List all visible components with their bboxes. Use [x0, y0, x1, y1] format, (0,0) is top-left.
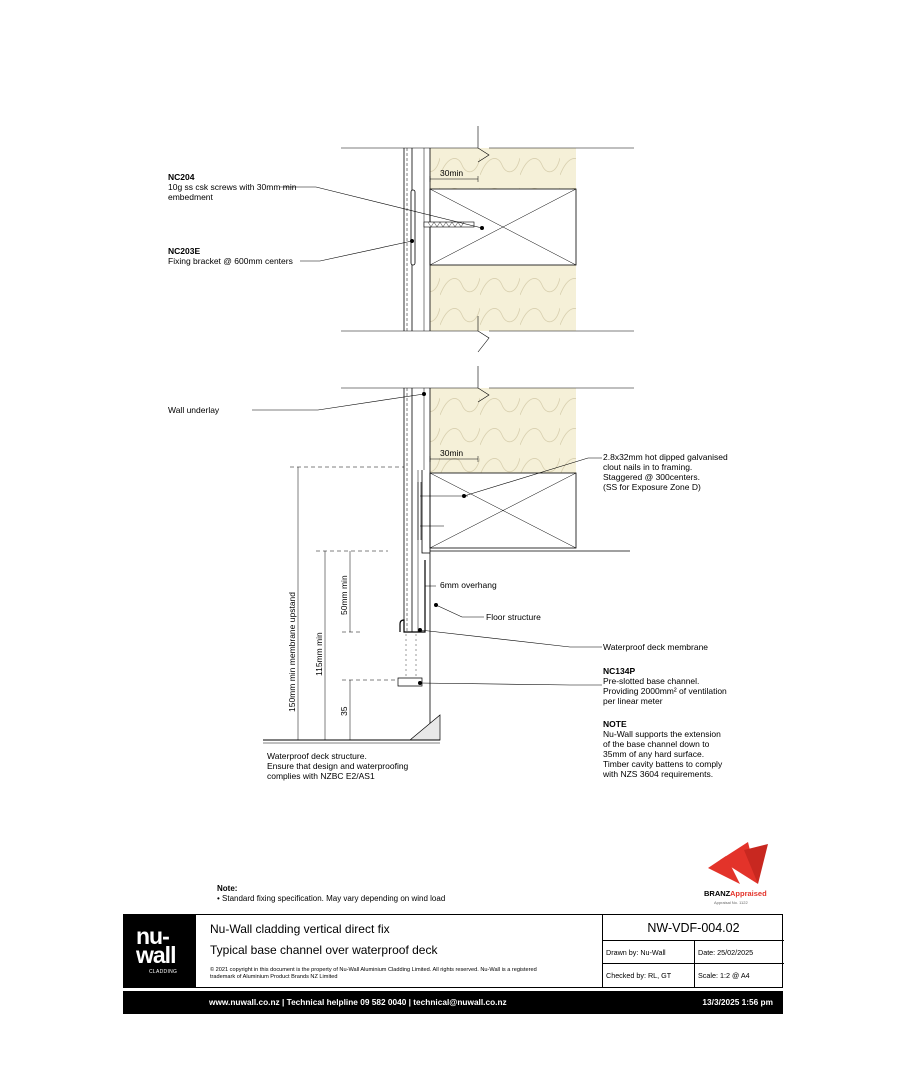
label-deck-membrane: Waterproof deck membrane	[603, 642, 708, 652]
label-deck-structure-l1: Waterproof deck structure.	[267, 751, 367, 761]
drawing-title: Nu-Wall cladding vertical direct fix	[210, 922, 390, 936]
dim-115mm: 115mm min	[314, 632, 324, 676]
label-deck-structure-l2: Ensure that design and waterproofing	[267, 761, 409, 771]
dim-35: 35	[339, 706, 349, 716]
label-nc134p-l1: Pre-slotted base channel.	[603, 676, 699, 686]
title-row-drawn: Drawn by: Nu-Wall Date: 25/02/2025	[603, 941, 784, 964]
dim-150mm: 150mm min membrane upstand	[287, 592, 297, 712]
branz-appraised-logo: BRANZ Appraised Appraisal No. 1122	[704, 842, 768, 905]
upper-section: 30min	[341, 126, 634, 353]
note-heading: Note:	[217, 884, 238, 893]
leaders-upper	[280, 186, 483, 262]
label-note-l5: with NZS 3604 requirements.	[602, 769, 713, 779]
deck-membrane-line	[421, 470, 430, 554]
dim-30min-bottom: 30min	[440, 448, 463, 458]
logo-sub: CLADDING	[149, 969, 178, 975]
nuwall-logo: nu- wall CLADDING	[124, 915, 196, 987]
label-nc204-l2: embedment	[168, 192, 214, 202]
label-nc134p-l3: per linear meter	[603, 696, 663, 706]
clout-nails	[417, 482, 468, 540]
label-nc134p-code: NC134P	[603, 666, 635, 676]
screw	[423, 221, 475, 228]
date: Date: 25/02/2025	[698, 948, 754, 957]
logo-line1: nu-	[136, 923, 170, 949]
title-block-right: NW-VDF-004.02 Drawn by: Nu-Wall Date: 25…	[602, 915, 784, 987]
base-channel	[399, 560, 426, 633]
label-nc203e-code: NC203E	[168, 246, 200, 256]
drawing-subtitle: Typical base channel over waterproof dec…	[210, 943, 438, 957]
insulation-lower	[430, 388, 576, 473]
footer-contact: www.nuwall.co.nz | Technical helpline 09…	[209, 997, 507, 1007]
drawn-by: Drawn by: Nu-Wall	[606, 948, 666, 957]
label-note-l1: Nu-Wall supports the extension	[603, 729, 721, 739]
vertical-dimensions	[290, 466, 404, 740]
drawing-number: NW-VDF-004.02	[603, 915, 784, 941]
leaders-lower	[252, 393, 602, 686]
label-note-l4: Timber cavity battens to comply	[603, 759, 723, 769]
dim-30min-top: 30min	[440, 168, 463, 178]
label-nails-l3: Staggered @ 300centers.	[603, 472, 700, 482]
label-overhang: 6mm overhang	[440, 580, 497, 590]
dim-50mm: 50mm min	[339, 575, 349, 615]
label-nc204-code: NC204	[168, 172, 195, 182]
title-row-checked: Checked by: RL, GT Scale: 1:2 @ A4	[603, 964, 784, 987]
note-text: • Standard fixing specification. May var…	[217, 894, 446, 903]
title-block: nu- wall CLADDING Nu-Wall cladding verti…	[123, 914, 784, 988]
label-nc134p-l2: Providing 2000mm² of ventilation	[603, 686, 727, 696]
scale: Scale: 1:2 @ A4	[698, 971, 750, 980]
label-floor-structure: Floor structure	[486, 612, 541, 622]
label-nails-l4: (SS for Exposure Zone D)	[603, 482, 701, 492]
label-wall-underlay: Wall underlay	[168, 405, 220, 415]
svg-text:BRANZ: BRANZ	[704, 889, 731, 898]
label-note-l3: 35mm of any hard surface.	[603, 749, 704, 759]
lower-section: 30min	[263, 366, 634, 744]
deck-fillet	[409, 714, 441, 741]
label-nc203e-l1: Fixing bracket @ 600mm centers	[168, 256, 293, 266]
copyright-text: © 2021 copyright in this document is the…	[210, 967, 537, 980]
label-deck-structure-l3: complies with NZBC E2/AS1	[267, 771, 375, 781]
logo-line2: wall	[136, 942, 176, 968]
footer-timestamp: 13/3/2025 1:56 pm	[702, 997, 773, 1007]
label-note-head: NOTE	[603, 719, 627, 729]
checked-by: Checked by: RL, GT	[606, 971, 672, 980]
fixing-bracket	[410, 189, 416, 266]
label-nails-l2: clout nails in to framing.	[603, 462, 692, 472]
svg-text:Appraised: Appraised	[730, 889, 767, 898]
svg-text:Appraisal No. 1122: Appraisal No. 1122	[714, 900, 749, 905]
general-note: Note: • Standard fixing specification. M…	[217, 884, 445, 904]
label-note-l2: of the base channel down to	[603, 739, 710, 749]
label-nails-l1: 2.8x32mm hot dipped galvanised	[603, 452, 728, 462]
label-nc204-l1: 10g ss csk screws with 30mm min	[168, 182, 297, 192]
footer-bar: www.nuwall.co.nz | Technical helpline 09…	[123, 991, 783, 1014]
